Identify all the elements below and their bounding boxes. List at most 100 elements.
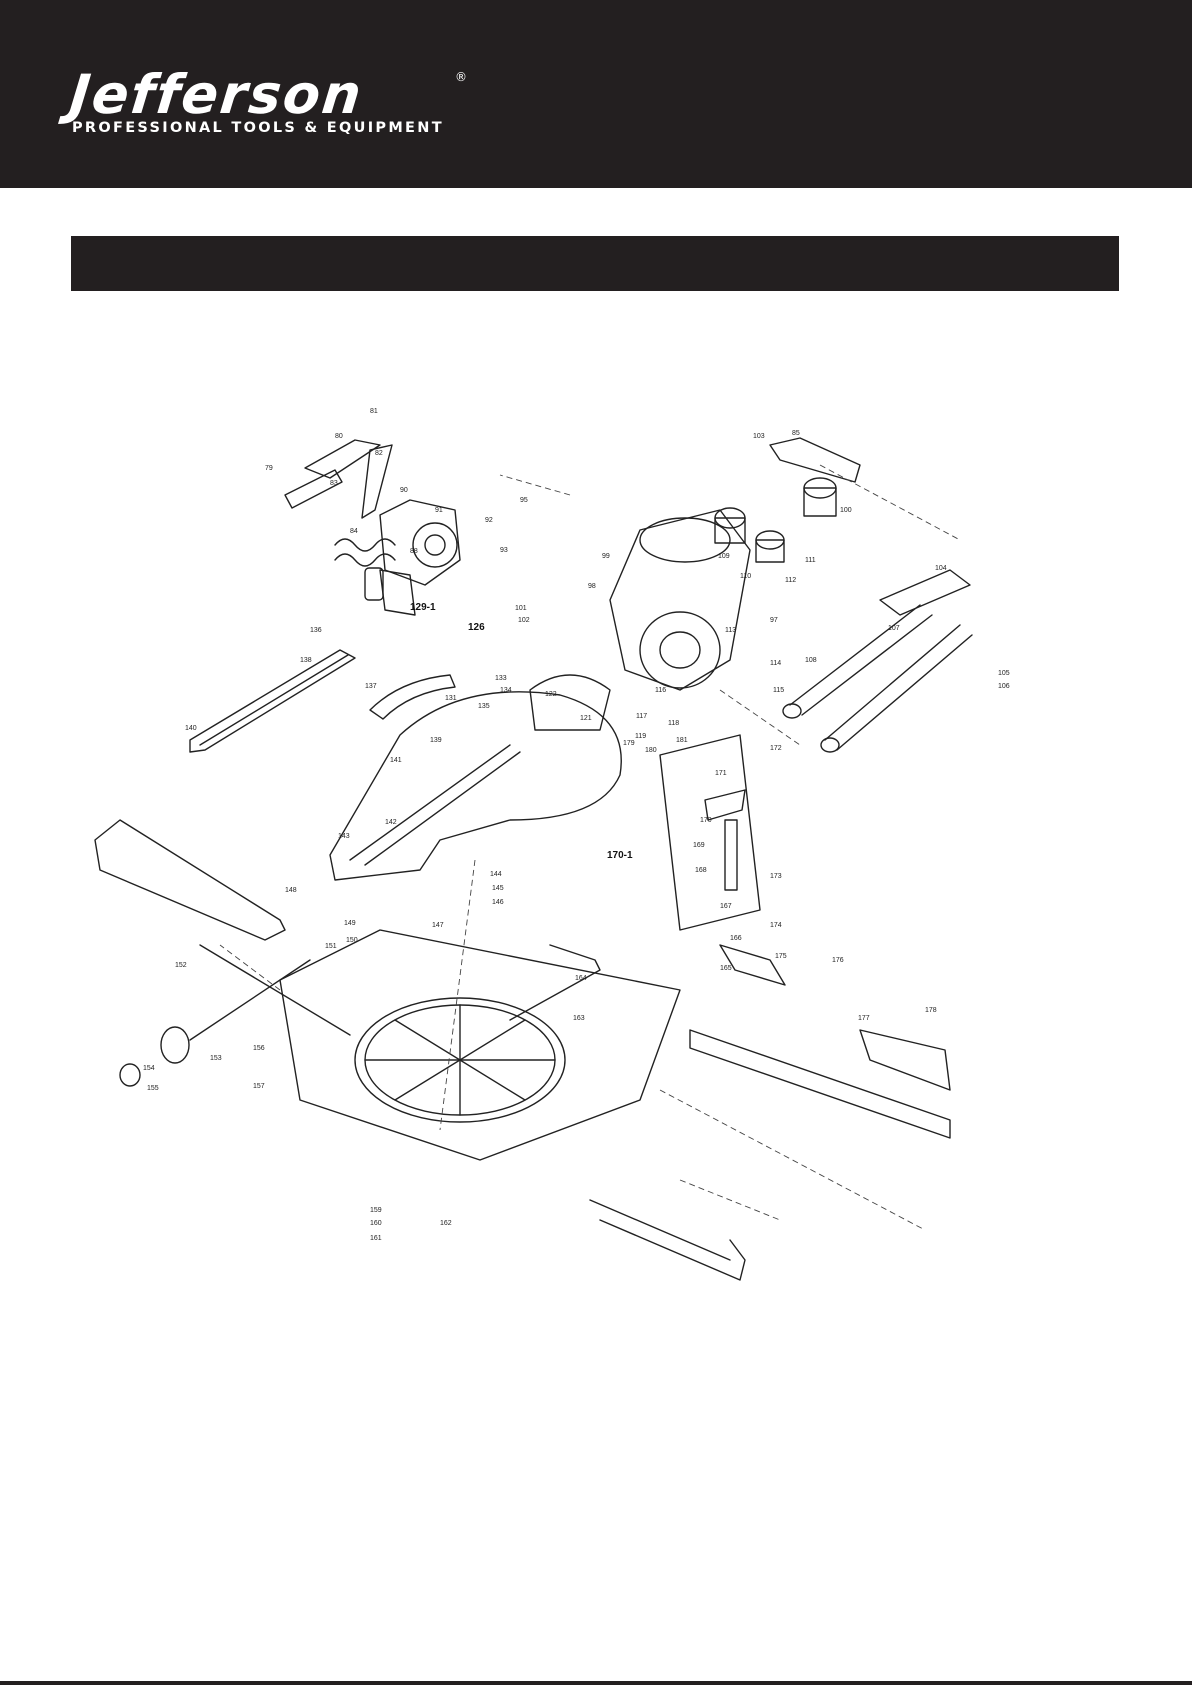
part-label: 79	[265, 465, 273, 472]
bottom-extension-bar	[599, 1219, 746, 1281]
part-label: 112	[785, 577, 796, 584]
part-label: 129-1	[410, 602, 436, 613]
part-label: 145	[492, 885, 504, 892]
part-label: 93	[500, 547, 508, 554]
part-label: 137	[365, 683, 377, 690]
part-label: 91	[435, 507, 443, 514]
part-label: 156	[253, 1045, 265, 1052]
part-label: 162	[440, 1220, 452, 1227]
part-label: 144	[490, 871, 502, 878]
handle-lever	[304, 439, 381, 479]
left-fence	[189, 649, 356, 753]
part-label: 110	[740, 573, 751, 580]
part-label: 170	[700, 817, 712, 824]
part-label: 181	[676, 737, 688, 744]
part-label: 92	[485, 517, 493, 524]
part-label: 107	[888, 625, 900, 632]
left-extension-bar	[94, 819, 286, 941]
header-banner: Jefferson ® PROFESSIONAL TOOLS & EQUIPME…	[0, 0, 1192, 188]
part-label: 133	[495, 675, 507, 682]
part-label: 163	[573, 1015, 585, 1022]
part-label: 103	[753, 433, 765, 440]
part-label: 114	[770, 660, 781, 667]
part-label: 101	[515, 605, 527, 612]
clamp-box	[659, 734, 761, 931]
part-label: 119	[635, 733, 646, 740]
part-label: 117	[636, 713, 647, 720]
part-label: 95	[520, 497, 528, 504]
part-label: 172	[770, 745, 782, 752]
part-label: 104	[935, 565, 947, 572]
right-fence	[689, 1029, 951, 1139]
part-label: 81	[370, 408, 378, 415]
part-label: 141	[390, 757, 402, 764]
part-label: 111	[805, 557, 816, 564]
part-label: 131	[445, 695, 457, 702]
part-label: 136	[310, 627, 322, 634]
exploded-parts-diagram: 81 80 82 79 83 90 91 92 84 88 129-1 126 …	[80, 400, 1120, 1330]
part-label: 118	[668, 720, 679, 727]
part-label: 98	[588, 583, 596, 590]
part-label: 168	[695, 867, 707, 874]
part-label: 82	[375, 450, 383, 457]
part-label: 160	[370, 1220, 382, 1227]
part-label: 170-1	[607, 850, 633, 861]
part-label: 165	[720, 965, 732, 972]
part-label: 105	[998, 670, 1010, 677]
part-label: 161	[370, 1235, 382, 1242]
turntable-arm	[329, 691, 622, 881]
jefferson-logo: Jefferson ® PROFESSIONAL TOOLS & EQUIPME…	[66, 63, 467, 136]
part-label: 177	[858, 1015, 870, 1022]
part-label: 139	[430, 737, 442, 744]
part-label: 159	[370, 1207, 382, 1214]
part-label: 106	[998, 683, 1010, 690]
part-label: 116	[655, 687, 666, 694]
part-label: 146	[492, 899, 504, 906]
part-label: 109	[718, 553, 730, 560]
part-label: 143	[338, 833, 350, 840]
part-label: 175	[775, 953, 787, 960]
part-label: 173	[770, 873, 782, 880]
part-label: 97	[770, 617, 778, 624]
section-title-bar	[71, 236, 1119, 291]
part-label: 178	[925, 1007, 937, 1014]
part-label: 148	[285, 887, 297, 894]
part-label: 174	[770, 922, 782, 929]
brand-name: Jefferson	[66, 63, 367, 126]
switch-housing	[379, 499, 461, 586]
main-base	[279, 929, 681, 1161]
part-label: 164	[575, 975, 587, 982]
part-label: 147	[432, 922, 444, 929]
part-label: 171	[715, 770, 727, 777]
part-label: 113	[725, 627, 736, 634]
part-label: 90	[400, 487, 408, 494]
registered-mark: ®	[455, 70, 467, 84]
part-label: 180	[645, 747, 657, 754]
part-labels: 81 80 82 79 83 90 91 92 84 88 129-1 126 …	[143, 408, 1010, 1242]
part-label: 85	[792, 430, 800, 437]
lock-knob	[160, 1026, 190, 1064]
part-label: 154	[143, 1065, 155, 1072]
part-label: 149	[344, 920, 356, 927]
footer-rule	[0, 1681, 1192, 1685]
brand-tagline: PROFESSIONAL TOOLS & EQUIPMENT	[72, 120, 444, 136]
part-label: 135	[478, 703, 490, 710]
part-label: 153	[210, 1055, 222, 1062]
part-label: 169	[693, 842, 705, 849]
part-label: 134	[500, 687, 512, 694]
part-label: 140	[185, 725, 197, 732]
part-label: 142	[385, 819, 397, 826]
part-label: 80	[335, 433, 343, 440]
part-label: 108	[805, 657, 817, 664]
part-label: 115	[773, 687, 784, 694]
blade-guard	[529, 674, 611, 731]
part-label: 167	[720, 903, 732, 910]
part-label: 176	[832, 957, 844, 964]
part-label: 157	[253, 1083, 265, 1090]
part-label: 151	[325, 943, 337, 950]
part-label: 126	[468, 622, 485, 633]
part-label: 166	[730, 935, 742, 942]
diagram-drawing: 81 80 82 79 83 90 91 92 84 88 129-1 126 …	[94, 408, 1010, 1281]
part-label: 102	[518, 617, 530, 624]
part-label: 179	[623, 740, 635, 747]
